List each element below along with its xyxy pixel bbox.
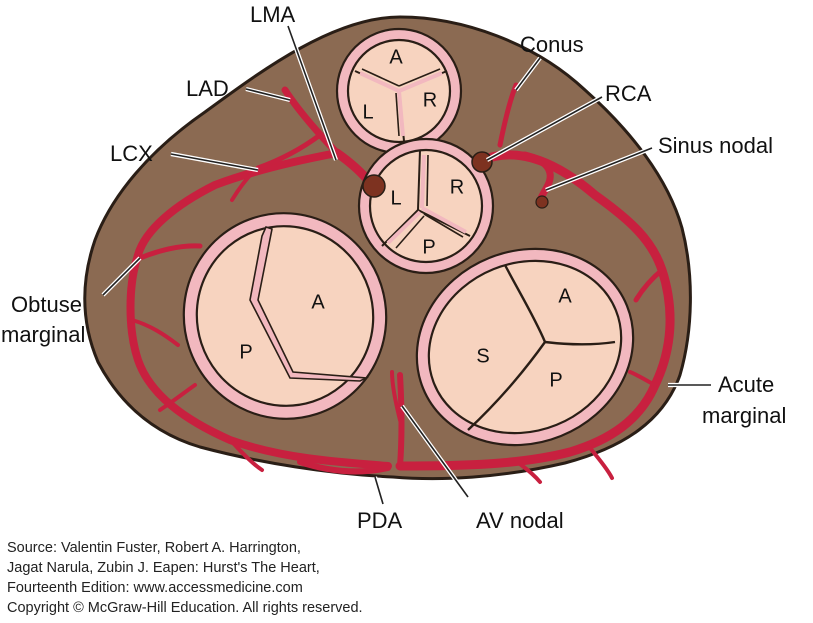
source-line: Source: Valentin Fuster, Robert A. Harri… xyxy=(7,540,301,556)
coronary-arteries xyxy=(126,82,675,484)
tricuspid-anterior-leaflet-label: A xyxy=(558,285,572,307)
copyright-line: Copyright © McGraw-Hill Education. All r… xyxy=(7,600,363,616)
mitral-posterior-leaflet-label: P xyxy=(239,341,252,363)
lma-label: LMA xyxy=(250,2,296,27)
rca-label: RCA xyxy=(605,81,652,106)
tricuspid-septal-leaflet-label: S xyxy=(476,345,489,367)
rca-vessel xyxy=(395,150,675,471)
right-coronary-ostium xyxy=(471,151,493,173)
pulmonic-valve: A L R xyxy=(335,27,463,155)
av-nodal-label: AV nodal xyxy=(476,508,564,530)
pulmonic-right-cusp-label: R xyxy=(423,89,437,111)
left-coronary-ostium xyxy=(362,174,386,198)
sinus-nodal-label: Sinus nodal xyxy=(658,133,773,158)
source-line: Fourteenth Edition: www.accessmedicine.c… xyxy=(7,580,303,596)
conus-vessel xyxy=(497,82,519,148)
tricuspid-valve: A S P xyxy=(415,247,635,447)
pulmonic-anterior-cusp-label: A xyxy=(389,46,403,68)
aortic-left-cusp-label: L xyxy=(390,187,401,209)
av-nodal-vessel xyxy=(397,372,405,469)
source-citation: Source: Valentin Fuster, Robert A. Harri… xyxy=(7,538,363,618)
mitral-valve: A P xyxy=(182,212,388,420)
leader-lines xyxy=(101,25,711,505)
acute-marginal-label-line1: Acute xyxy=(718,372,774,397)
pda-label: PDA xyxy=(357,508,403,530)
tricuspid-posterior-leaflet-label: P xyxy=(549,369,562,391)
coronary-anatomy-diagram: A L R L R P A P xyxy=(1,2,786,530)
mitral-commissure xyxy=(249,226,369,382)
acute-marginal-vessel xyxy=(633,267,665,303)
lcx-vessel xyxy=(126,149,392,470)
source-line: Jagat Narula, Zubin J. Eapen: Hurst's Th… xyxy=(7,560,320,576)
conus-label: Conus xyxy=(520,32,584,57)
obtuse-marginal-vessel xyxy=(137,243,203,261)
obtuse-marginal-label-line1: Obtuse xyxy=(11,292,82,317)
lcx-label: LCX xyxy=(110,141,153,166)
acute-marginal-label-line2: marginal xyxy=(702,403,786,428)
pulmonic-left-cusp-label: L xyxy=(362,101,373,123)
obtuse-marginal-label-line2: marginal xyxy=(1,322,85,347)
lad-label: LAD xyxy=(186,76,229,101)
mitral-anterior-leaflet-label: A xyxy=(311,291,325,313)
aortic-valve: L R P xyxy=(357,137,495,275)
aortic-right-cusp-label: R xyxy=(450,176,464,198)
pda-vessel xyxy=(297,459,391,475)
sinus-nodal-ostium xyxy=(535,195,549,209)
aortic-posterior-cusp-label: P xyxy=(422,236,435,258)
